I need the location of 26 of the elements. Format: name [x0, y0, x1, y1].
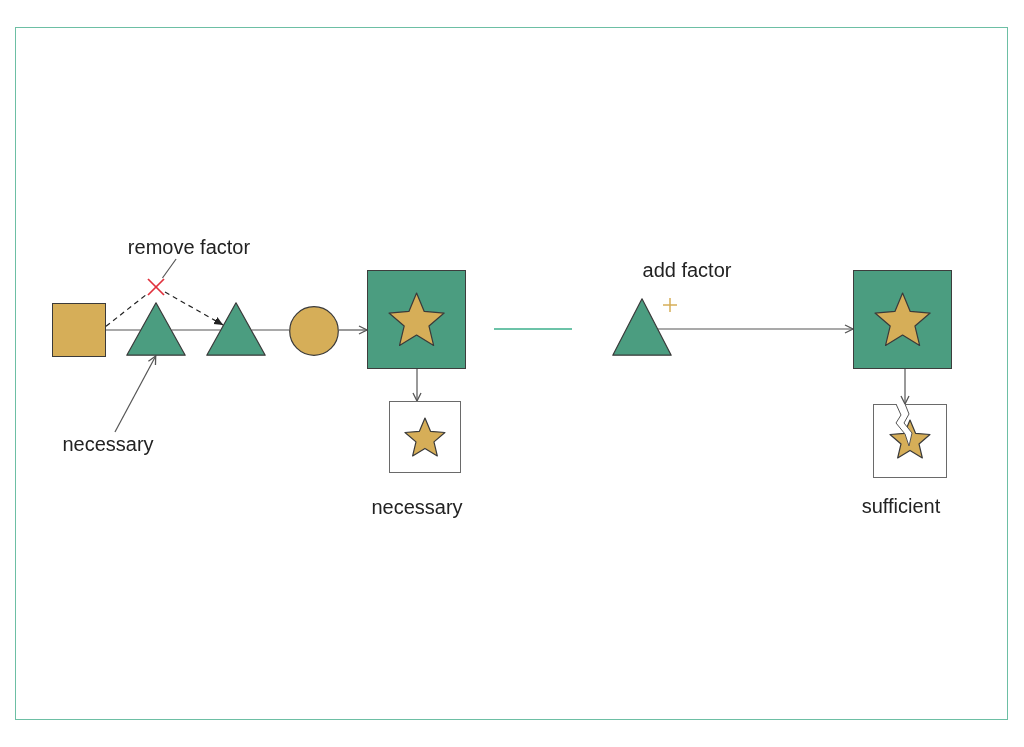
annotation: necessary [48, 432, 168, 456]
framed-panel [873, 404, 947, 478]
triangle [612, 298, 672, 356]
annotation: remove factor [110, 235, 268, 259]
arrow [657, 324, 854, 334]
leader-arrow [114, 355, 157, 433]
square-panel [367, 270, 466, 369]
dashed-line [105, 293, 148, 327]
connector [170, 329, 222, 331]
leader-line [161, 258, 177, 279]
framed-panel [389, 401, 461, 473]
annotation: add factor [641, 258, 733, 282]
triangle [126, 302, 186, 356]
node-label: sufficient [860, 494, 942, 518]
cross-mark-icon [147, 278, 165, 296]
square-panel [853, 270, 952, 369]
arrow [412, 368, 422, 402]
triangle [206, 302, 266, 356]
connector [105, 329, 142, 331]
arrow [338, 325, 368, 335]
arrow [900, 368, 910, 405]
dashed-arrow [164, 291, 224, 326]
connector [250, 329, 290, 331]
node-label: necessary [370, 495, 464, 519]
square [52, 303, 106, 357]
circle [289, 306, 339, 356]
